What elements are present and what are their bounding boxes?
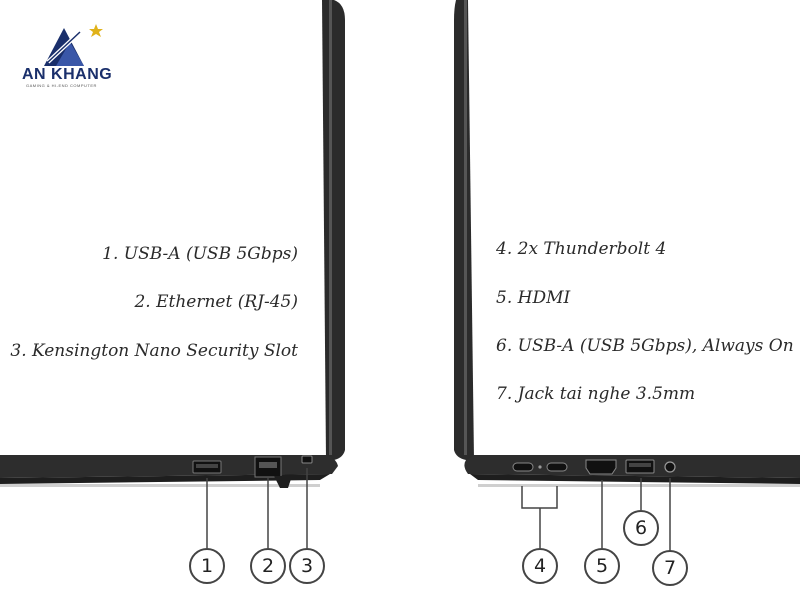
audio-jack: [664, 461, 676, 473]
label-ethernet: 2. Ethernet (RJ-45): [134, 292, 298, 312]
callout-7: 7: [652, 550, 688, 586]
brand-tagline: GAMING & HI-END COMPUTER: [26, 83, 97, 88]
left-lid: [322, 0, 345, 460]
hdmi-port: [585, 459, 617, 475]
callout-2: 2: [250, 548, 286, 584]
callout-4: 4: [522, 548, 558, 584]
kensington-slot: [301, 455, 313, 464]
thunderbolt-port-2: [546, 462, 568, 472]
label-kensington: 3. Kensington Nano Security Slot: [10, 341, 298, 361]
label-usb-a-left: 1. USB-A (USB 5Gbps): [102, 244, 298, 264]
callout-3: 3: [289, 548, 325, 584]
label-thunderbolt: 4. 2x Thunderbolt 4: [496, 239, 667, 259]
left-base: [0, 455, 338, 478]
label-audio-jack: 7. Jack tai nghe 3.5mm: [496, 384, 696, 404]
brand-name: AN KHANG: [22, 66, 113, 83]
label-usb-a-right: 6. USB-A (USB 5Gbps), Always On: [496, 336, 794, 356]
an-khang-logo-icon: [44, 24, 103, 66]
thunderbolt-port-1: [512, 462, 534, 472]
callout-6: 6: [623, 510, 659, 546]
label-hdmi: 5. HDMI: [496, 288, 571, 308]
callout-5: 5: [584, 548, 620, 584]
callout-1: 1: [189, 548, 225, 584]
